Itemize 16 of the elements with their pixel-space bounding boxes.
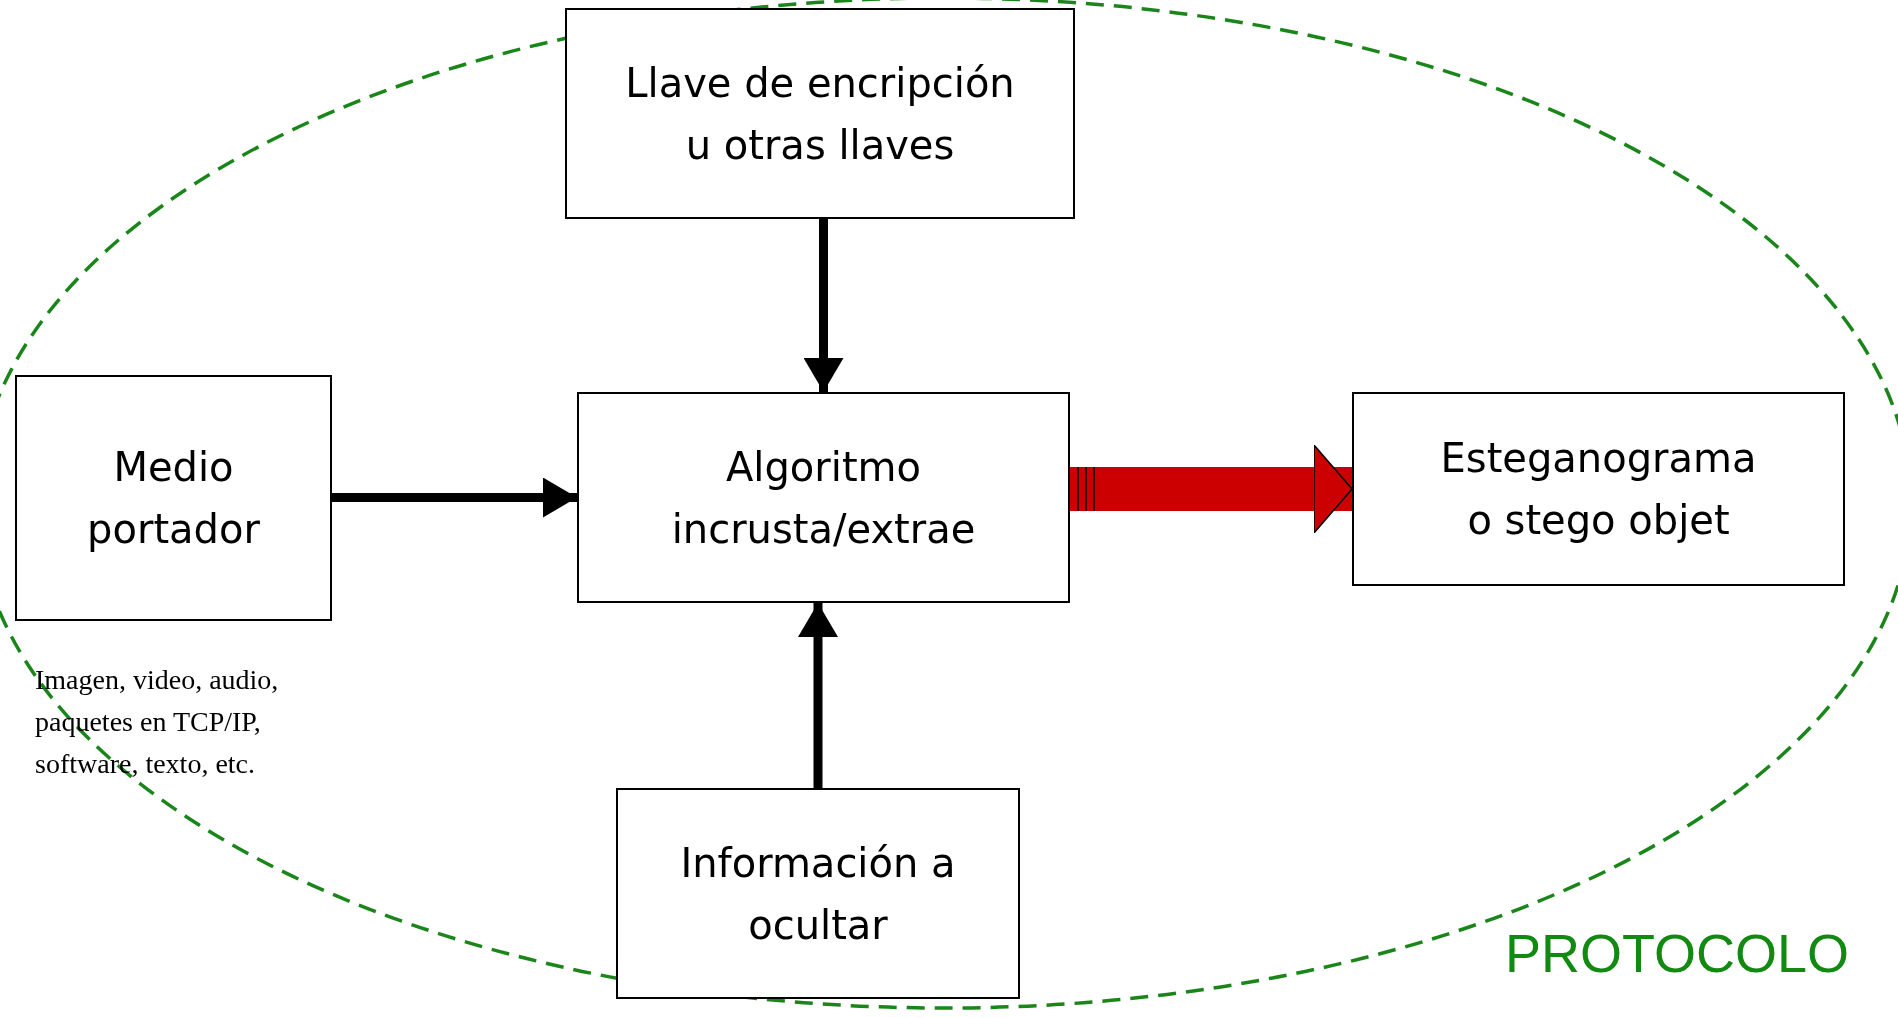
arrow — [332, 477, 577, 518]
box-label: Medio portador — [86, 443, 261, 554]
process-box — [565, 8, 1075, 219]
process-box — [1352, 392, 1845, 586]
arrow — [798, 603, 838, 788]
ellipse-label: PROTOCOLO — [1505, 922, 1850, 984]
block-arrow — [1070, 444, 1353, 534]
box-label: Información a ocultar — [679, 838, 957, 950]
process-box — [616, 788, 1020, 999]
process-box — [577, 392, 1070, 603]
box-label: Esteganograma o stego objet — [1439, 434, 1758, 545]
arrow — [803, 219, 844, 392]
process-box — [15, 375, 332, 621]
box-label: Algoritmo incrusta/extrae — [670, 442, 977, 554]
annotation-text: Imagen, video, audio, paquetes en TCP/IP, software, texto, etc. — [35, 663, 280, 781]
box-label: Llave de encripción u otras llaves — [624, 58, 1016, 170]
